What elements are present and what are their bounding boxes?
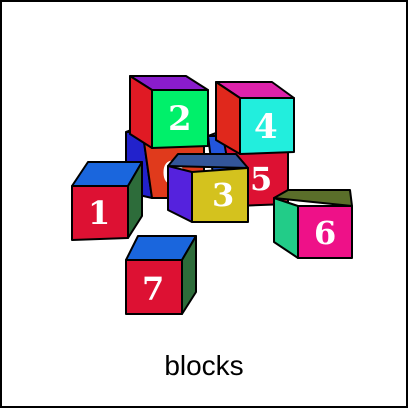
block-6-front [297,205,353,259]
block-3-front [191,167,249,223]
block-1-label: 1 [88,194,110,232]
block-2-side [129,75,153,149]
block-2-front [151,89,209,149]
caption-text: blocks [164,350,244,381]
block-3-label: 3 [212,176,234,214]
block-6-side [273,197,299,259]
block-5-label: 5 [250,160,272,198]
block-7: 7 [125,235,197,315]
block-7-label: 7 [142,270,164,308]
block-1-front [71,185,129,241]
block-3-side [167,165,193,223]
block-6-top [273,189,353,207]
block-1: 1 [71,161,143,241]
block-3: 3 [167,153,249,223]
block-4-front [239,97,295,155]
block-4: 4 [215,81,295,155]
block-3-top [167,153,249,169]
block-2: 2 [129,75,209,149]
block-2-label: 2 [168,99,192,139]
block-6: 6 [273,189,353,259]
block-7-front [125,259,183,315]
block-4-label: 4 [254,107,278,147]
block-6-label: 6 [314,214,336,252]
